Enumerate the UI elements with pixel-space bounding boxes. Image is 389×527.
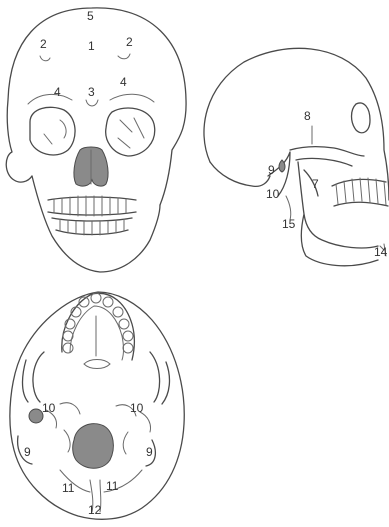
inferior-label-11-left: 11 (62, 481, 75, 495)
skull-inferior-view: 10 10 9 9 11 11 12 (10, 292, 184, 519)
front-label-5: 5 (87, 9, 94, 23)
lateral-label-7: 7 (312, 177, 319, 191)
lateral-label-15: 15 (282, 217, 296, 231)
front-jaw-outline (32, 176, 160, 272)
front-eminence-left (40, 56, 50, 61)
lateral-label-9: 9 (268, 163, 275, 177)
inferior-label-9-right: 9 (146, 445, 153, 459)
lateral-label-10: 10 (266, 187, 280, 201)
inferior-label-10-right: 10 (130, 401, 144, 415)
front-upper-teeth (48, 197, 136, 215)
inferior-cranium-outline (10, 292, 184, 519)
lateral-orbit (352, 103, 371, 133)
skull-lateral-view: 8 9 10 7 15 14 (204, 48, 389, 265)
front-label-2-left: 2 (40, 37, 47, 51)
lateral-zygomatic-arch (290, 147, 364, 166)
inferior-foramen-left (29, 409, 43, 423)
front-eminence-right (118, 54, 130, 59)
front-label-3: 3 (88, 85, 95, 99)
front-orbit-right (106, 108, 155, 156)
lateral-cranium-outline (204, 48, 389, 200)
inferior-foramen-magnum (73, 424, 114, 469)
front-label-2-right: 2 (126, 35, 133, 49)
front-brow-left (28, 94, 72, 104)
lateral-label-8: 8 (304, 109, 311, 123)
front-orbit-left (30, 107, 75, 155)
front-brow-right (110, 94, 154, 102)
front-label-1: 1 (88, 39, 95, 53)
lateral-label-14: 14 (374, 245, 388, 259)
skull-front-view: 5 1 2 2 4 3 4 (6, 8, 186, 272)
inferior-label-12: 12 (88, 503, 102, 517)
front-glabella (86, 100, 98, 106)
lateral-base-outline (210, 162, 270, 186)
inferior-label-9-left: 9 (24, 445, 31, 459)
front-label-4-left: 4 (54, 85, 61, 99)
inferior-label-10-left: 10 (42, 401, 56, 415)
inferior-label-11-right: 11 (106, 479, 119, 493)
front-label-4-right: 4 (120, 75, 127, 89)
